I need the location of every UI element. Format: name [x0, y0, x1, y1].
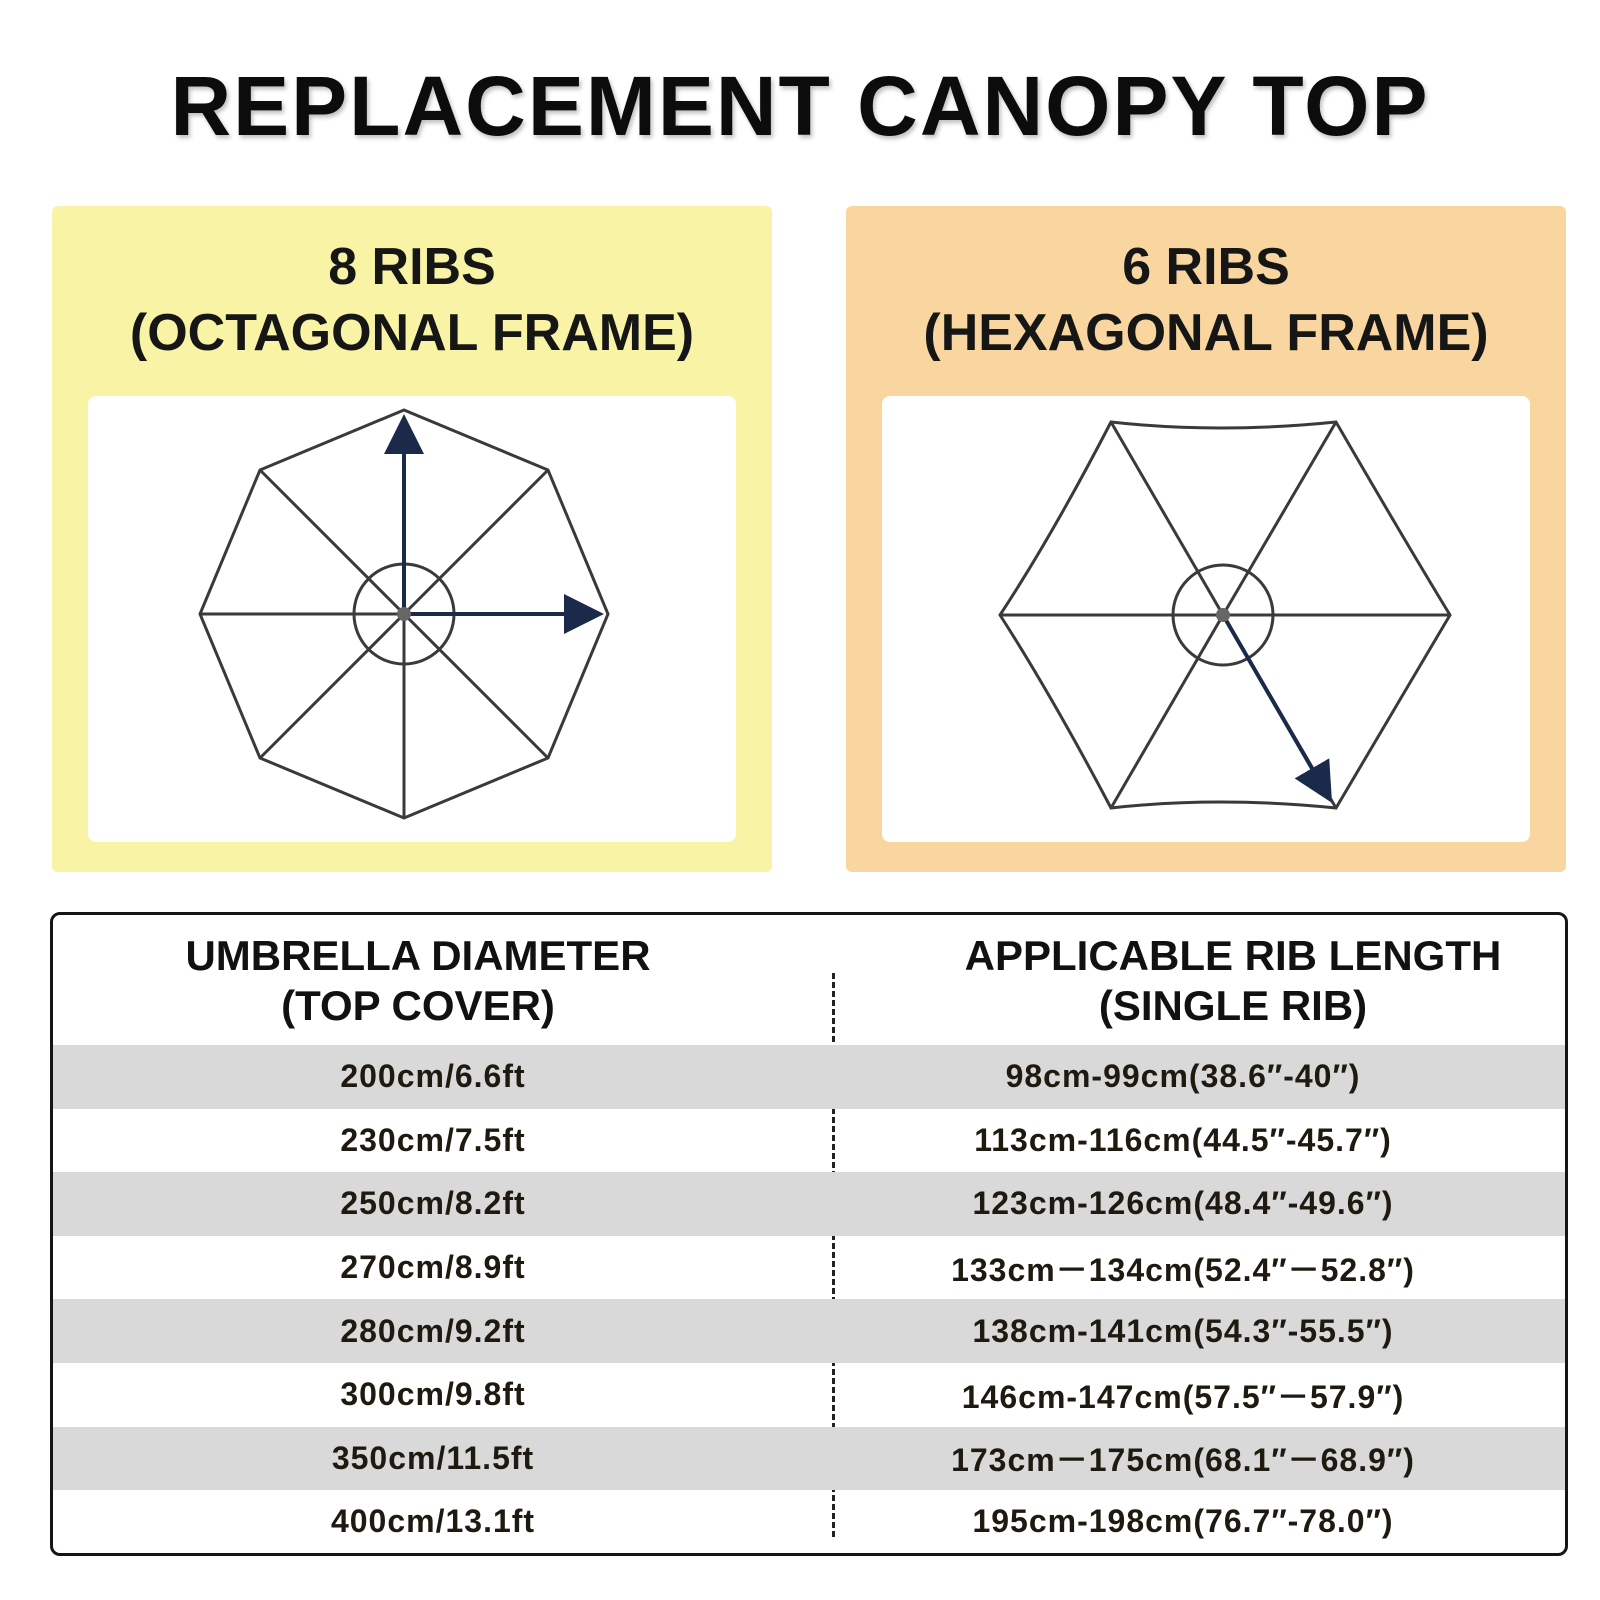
octagonal-frame-panel: 8 RIBS (OCTAGONAL FRAME)	[52, 206, 772, 872]
hexagonal-frame-label: (HEXAGONAL FRAME)	[923, 304, 1489, 362]
table-row: 280cm/9.2ft 138cm-141cm(54.3″-55.5″)	[53, 1299, 1565, 1363]
diameter-cell: 230cm/7.5ft	[340, 1121, 526, 1158]
rib-length-cell: 146cm-147cm(57.5″－57.9″)	[961, 1378, 1405, 1415]
header-rib-title: APPLICABLE RIB LENGTH	[964, 932, 1502, 979]
diameter-cell: 200cm/6.6ft	[340, 1058, 526, 1095]
rib-line	[258, 612, 406, 760]
rib-length-cell: 113cm-116cm(44.5″-45.7″)	[974, 1121, 1392, 1158]
octagonal-frame-label: (OCTAGONAL FRAME)	[129, 304, 695, 362]
table-row: 350cm/11.5ft 173cm－175cm(68.1″－68.9″)	[53, 1426, 1565, 1491]
diameter-cell: 300cm/9.8ft	[340, 1376, 526, 1413]
hexagonal-diagram-area	[882, 396, 1530, 842]
table-row: 200cm/6.6ft 98cm-99cm(38.6″-40″)	[53, 1045, 1565, 1109]
table-row: 230cm/7.5ft 113cm-116cm(44.5″-45.7″)	[53, 1109, 1565, 1173]
hub-ring	[1171, 563, 1275, 667]
octagonal-frame-diagram	[198, 408, 610, 820]
hexagonal-frame-panel: 6 RIBS (HEXAGONAL FRAME)	[846, 206, 1566, 872]
diameter-cell: 350cm/11.5ft	[331, 1439, 535, 1476]
table-row: 300cm/9.8ft 146cm-147cm(57.5″－57.9″)	[53, 1363, 1565, 1427]
header-diameter-subtitle: (TOP COVER)	[281, 982, 555, 1029]
table-body: 200cm/6.6ft 98cm-99cm(38.6″-40″) 230cm/7…	[53, 1045, 1565, 1553]
diameter-cell: 400cm/13.1ft	[330, 1503, 536, 1540]
rib-line	[1109, 614, 1225, 809]
diameter-cell: 270cm/8.9ft	[340, 1249, 526, 1286]
rib-line	[258, 468, 406, 616]
diameter-cell: 280cm/9.2ft	[340, 1312, 526, 1349]
radius-arrow	[1221, 613, 1333, 803]
rib-line	[1109, 421, 1225, 616]
hexagonal-frame-diagram	[998, 420, 1452, 810]
rib-length-cell: 98cm-99cm(38.6″-40″)	[1005, 1058, 1361, 1095]
table-header-diameter: UMBRELLA DIAMETER (TOP COVER)	[53, 931, 783, 1031]
hub-center	[1216, 608, 1230, 622]
rib-line	[402, 612, 550, 760]
page-title: REPLACEMENT CANOPY TOP	[170, 59, 1430, 153]
rib-length-cell: 173cm－175cm(68.1″－68.9″)	[951, 1442, 1415, 1479]
rib-length-cell: 123cm-126cm(48.4″-49.6″)	[972, 1185, 1394, 1222]
rib-length-cell: 133cm－134cm(52.4″－52.8″)	[951, 1251, 1415, 1288]
rib-line	[402, 468, 550, 616]
diameter-cell: 250cm/8.2ft	[340, 1185, 526, 1222]
hub-center	[397, 607, 411, 621]
rib-length-cell: 195cm-198cm(76.7″-78.0″)	[972, 1503, 1394, 1540]
header-rib-subtitle: (SINGLE RIB)	[1098, 982, 1368, 1029]
rib-line	[1221, 421, 1338, 616]
table-header-rib-length: APPLICABLE RIB LENGTH (SINGLE RIB)	[933, 931, 1533, 1031]
size-table: UMBRELLA DIAMETER (TOP COVER) APPLICABLE…	[50, 912, 1568, 1556]
hexagonal-rib-count: 6 RIBS	[1122, 238, 1290, 296]
table-row: 400cm/13.1ft 195cm-198cm(76.7″-78.0″)	[53, 1490, 1565, 1553]
table-row: 270cm/8.9ft 133cm－134cm(52.4″－52.8″)	[53, 1236, 1565, 1300]
octagonal-diagram-area	[88, 396, 736, 842]
octagonal-panel-heading: 8 RIBS (OCTAGONAL FRAME)	[52, 234, 772, 366]
rib-length-cell: 138cm-141cm(54.3″-55.5″)	[972, 1312, 1394, 1349]
octagonal-rib-count: 8 RIBS	[328, 238, 496, 296]
header-diameter-title: UMBRELLA DIAMETER	[185, 932, 651, 979]
column-divider	[832, 973, 835, 1537]
table-row: 250cm/8.2ft 123cm-126cm(48.4″-49.6″)	[53, 1172, 1565, 1236]
hexagonal-panel-heading: 6 RIBS (HEXAGONAL FRAME)	[846, 234, 1566, 366]
